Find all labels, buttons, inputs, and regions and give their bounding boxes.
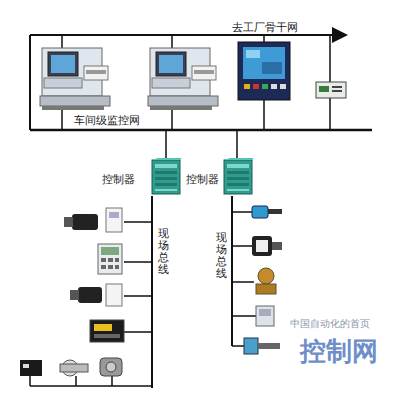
- controller-label: 控制器: [186, 172, 219, 187]
- watermark-text: 中国自动化的首页: [290, 318, 370, 330]
- watermark-logo: 控制网: [300, 336, 378, 367]
- fieldbus-label: 现场总线: [216, 232, 227, 280]
- controller-label: 控制器: [102, 172, 135, 187]
- controller-node: 控制器: [186, 158, 256, 198]
- controller-node: 控制器: [102, 158, 184, 198]
- fieldbus-label: 现场总线: [158, 228, 169, 276]
- controller-cabinet: [150, 158, 182, 200]
- backbone-label: 去工厂骨干网: [232, 21, 298, 34]
- network-label: 车间级监控网: [74, 114, 140, 127]
- controller-cabinet: [222, 158, 254, 200]
- controller-icon: [150, 158, 182, 196]
- controller-icon: [222, 158, 254, 196]
